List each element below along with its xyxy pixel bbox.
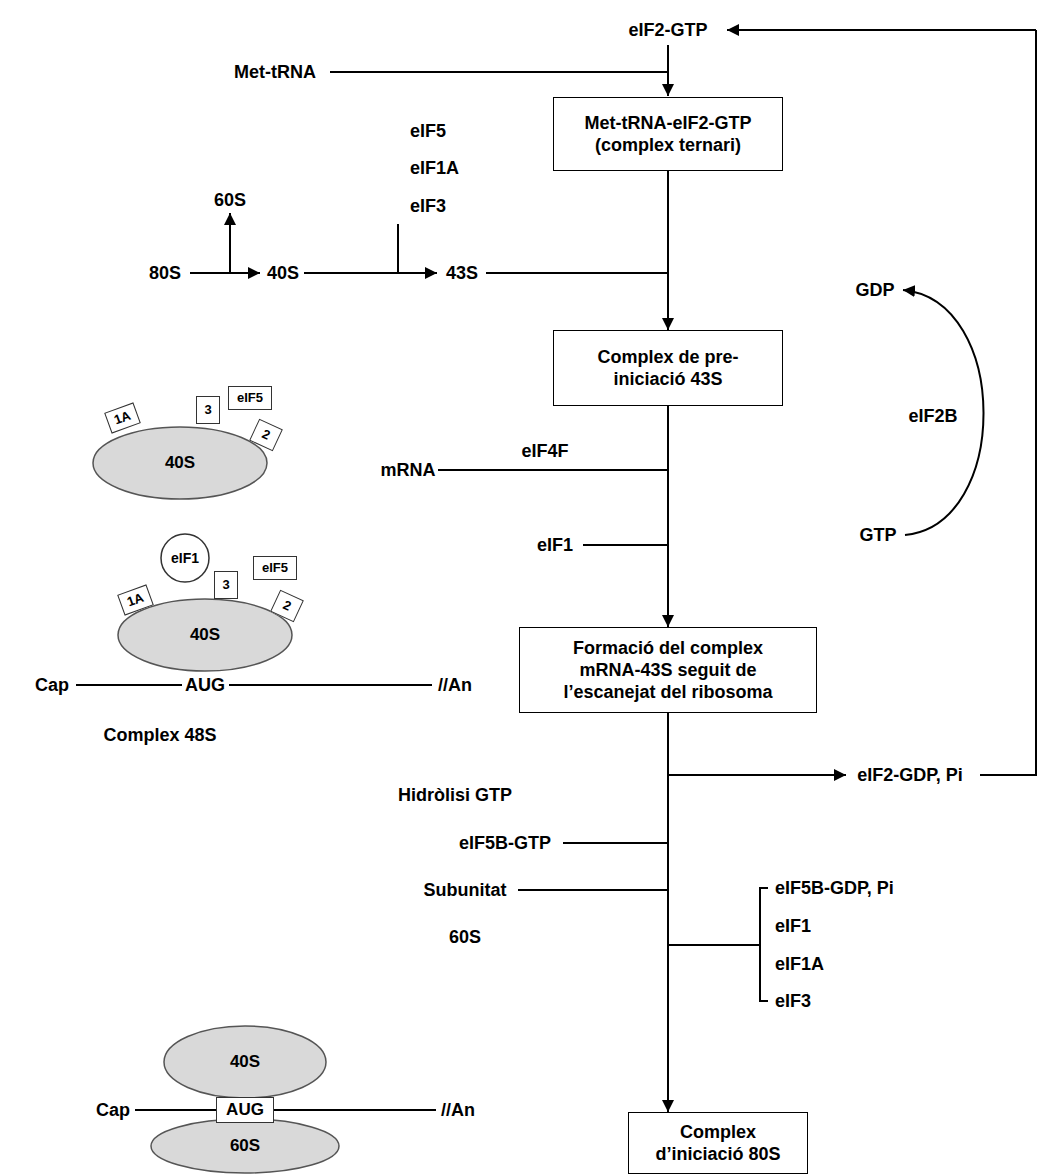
flow-connector (667, 171, 669, 330)
subunit-label: 40S (267, 262, 299, 284)
input-line (330, 71, 668, 73)
node-text: 1A (111, 408, 132, 429)
node-text: Formació del complex mRNA-43S seguit de … (548, 637, 788, 703)
node-text: 40S (165, 453, 195, 473)
arrow-line (304, 272, 437, 274)
node-text: 60S (230, 1136, 260, 1156)
process-box: Met-tRNA-eIF2-GTP(complex ternari) (553, 97, 783, 171)
codon-box: AUG (216, 1097, 274, 1123)
factor-tag: eIF5 (253, 556, 297, 580)
circle-shape (161, 534, 209, 582)
node-text: 40S (190, 625, 220, 645)
node-text: Met-tRNA-eIF2-GTP (585, 112, 752, 134)
arrow-line (190, 272, 260, 274)
node-text: (complex ternari) (595, 134, 741, 156)
factor-label: eIF1 (775, 915, 811, 937)
subunit-label: Subunitat (424, 879, 507, 901)
mrna-line (135, 1109, 436, 1111)
factor-label: eIF5 (410, 120, 446, 142)
factor-circle: eIF1 (160, 533, 210, 583)
ribosome-subunit: 40S (163, 1025, 327, 1099)
mrna-end-label: //An (438, 674, 472, 696)
factor-tag: 3 (196, 396, 220, 424)
input-line (583, 544, 668, 546)
factor-label: eIF3 (410, 195, 446, 217)
process-box: Formació del complex mRNA-43S seguit de … (519, 627, 817, 713)
node-text: eIF5 (262, 560, 288, 576)
flow-connector (667, 713, 669, 1112)
factor-tag: 1A (104, 402, 141, 433)
node-text: 1A (124, 590, 145, 611)
process-box: Complex d’iniciació 80S (628, 1112, 808, 1174)
factor-label: eIF2-GDP, Pi (857, 764, 963, 786)
factor-label: eIF5B-GTP (459, 832, 551, 854)
recycle-line (980, 774, 1036, 776)
step-label: Hidròlisi GTP (398, 784, 512, 806)
factor-label: GDP (855, 279, 894, 301)
subunit-label: 43S (446, 262, 478, 284)
ellipse-shape (118, 599, 292, 671)
factor-label: Met-tRNA (234, 61, 316, 83)
complex-label: Complex 48S (103, 724, 216, 746)
node-text: AUG (226, 1100, 264, 1120)
input-line (486, 272, 668, 274)
subunit-label: 80S (149, 262, 181, 284)
mrna-end-label: Cap (35, 674, 69, 696)
arrow-line (229, 213, 231, 273)
factor-label: eIF4F (521, 440, 568, 462)
factor-tag: 3 (214, 571, 238, 599)
factor-tag: eIF5 (228, 386, 272, 410)
node-text: 40S (230, 1052, 260, 1072)
node-text: 3 (204, 402, 211, 418)
factor-label: mRNA (380, 459, 435, 481)
output-bracket (760, 888, 768, 1001)
factor-label: eIF2B (908, 405, 957, 427)
recycle-line (727, 29, 1036, 31)
ribosome-subunit: 40S (92, 426, 268, 500)
factor-label: eIF5B-GDP, Pi (775, 877, 894, 899)
node-text: Complex d’iniciació 80S (643, 1121, 793, 1165)
mrna-end-label: //An (441, 1099, 475, 1121)
recycle-line (1035, 30, 1037, 776)
ribosome-subunit: 60S (150, 1118, 340, 1174)
mrna-line (76, 684, 182, 686)
subunit-label: 60S (214, 189, 246, 211)
codon-label: AUG (185, 674, 225, 696)
ellipse-shape (151, 1119, 339, 1173)
subunit-label: 60S (449, 926, 481, 948)
exchange-curve (903, 290, 984, 535)
ellipse-shape (93, 427, 267, 499)
input-line (563, 842, 668, 844)
input-line (397, 224, 399, 273)
ellipse-shape (164, 1026, 326, 1098)
mrna-line (229, 684, 432, 686)
factor-label: eIF1 (537, 534, 573, 556)
factor-label: eIF3 (775, 990, 811, 1012)
input-line (438, 469, 668, 471)
factor-label: eIF1A (410, 157, 459, 179)
process-box: Complex de pre-iniciació 43S (553, 330, 783, 406)
output-line (668, 944, 760, 946)
output-arrow (668, 774, 846, 776)
node-text: eIF5 (237, 390, 263, 406)
input-line (518, 889, 668, 891)
factor-label: GTP (859, 524, 896, 546)
node-text: 3 (222, 577, 229, 593)
factor-label: eIF1A (775, 953, 824, 975)
node-text: 2 (280, 597, 293, 615)
arrow-line (667, 45, 669, 96)
ribosome-subunit: 40S (117, 598, 293, 672)
factor-label: eIF2-GTP (628, 19, 707, 41)
node-text: Complex de pre-iniciació 43S (568, 346, 768, 390)
node-text: eIF1 (171, 548, 199, 568)
flow-connector (667, 406, 669, 627)
mrna-end-label: Cap (96, 1099, 130, 1121)
node-text: 2 (259, 426, 272, 444)
